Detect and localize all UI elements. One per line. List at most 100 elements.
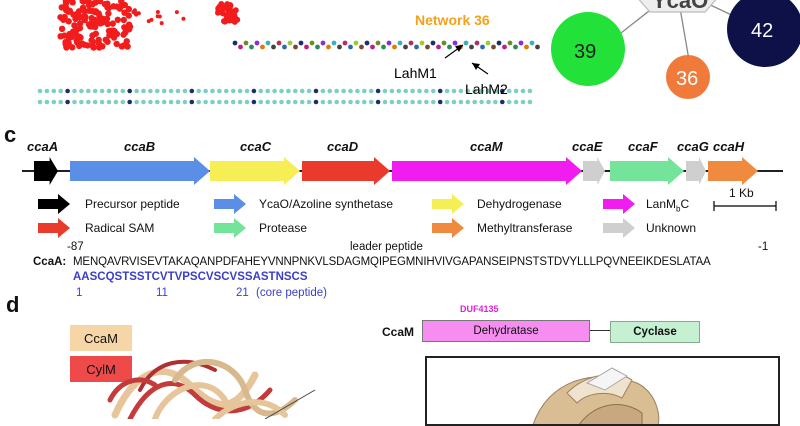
node-36	[666, 55, 710, 99]
network-node	[265, 40, 271, 46]
gene-name-ccaF: ccaF	[628, 139, 658, 154]
singleton-node	[465, 88, 471, 94]
singleton-node	[148, 99, 153, 105]
ccam-structure-legend: CcaM	[70, 325, 132, 351]
singleton-node	[230, 88, 236, 94]
network-36-node-row	[232, 40, 540, 50]
singleton-node	[189, 88, 195, 94]
gene-name-ccaE: ccaE	[572, 139, 603, 154]
singleton-node	[348, 88, 353, 94]
scale-bar	[713, 201, 777, 211]
singleton-node	[375, 88, 381, 94]
singleton-node	[458, 88, 464, 94]
red-network-node	[228, 13, 235, 20]
red-network-node	[104, 20, 111, 28]
node-36-label: 36	[676, 68, 698, 90]
singleton-node	[293, 99, 298, 105]
network-node	[392, 44, 397, 50]
network-node	[513, 44, 518, 50]
singleton-node	[424, 88, 429, 94]
singleton-node	[389, 88, 395, 94]
sequence-name: CcaA:	[33, 256, 67, 268]
red-network-node	[159, 21, 164, 26]
singleton-node	[244, 88, 250, 94]
red-network-node	[132, 8, 137, 13]
red-network-node	[232, 7, 239, 14]
network-node	[502, 44, 507, 50]
singleton-node	[444, 88, 450, 94]
singleton-node	[196, 99, 201, 105]
singleton-node	[355, 99, 360, 105]
singleton-node	[51, 99, 57, 105]
red-network-node	[120, 42, 128, 49]
singleton-node	[127, 88, 132, 94]
singleton-node	[155, 88, 160, 94]
node-39	[551, 12, 625, 86]
singleton-node	[175, 99, 181, 105]
lahm1-label: LahM1	[394, 65, 437, 81]
singleton-node	[196, 88, 201, 94]
singleton-node	[148, 88, 153, 94]
red-network-node	[65, 18, 72, 25]
singleton-node-row	[37, 88, 533, 105]
singleton-node	[299, 88, 305, 94]
singleton-node	[472, 88, 478, 94]
red-network-node	[71, 22, 78, 29]
network-node	[249, 44, 254, 50]
red-network-node	[181, 16, 186, 21]
cyclase-domain: Cyclase	[610, 321, 700, 343]
network-node	[337, 44, 342, 50]
singleton-node	[58, 88, 63, 94]
network-node	[518, 40, 524, 46]
gene-name-ccaC: ccaC	[240, 139, 272, 154]
network-node	[430, 40, 436, 46]
red-network-node	[121, 9, 128, 16]
panel-c-letter: c	[4, 122, 17, 147]
network-node	[491, 44, 496, 50]
singleton-node	[486, 88, 491, 94]
singleton-node	[306, 88, 312, 94]
red-network-node	[92, 30, 100, 37]
singleton-node	[203, 88, 208, 94]
singleton-node	[182, 88, 188, 94]
network-node	[485, 40, 491, 46]
legend-swatch-arrow	[603, 194, 635, 214]
singleton-node	[513, 88, 519, 94]
singleton-node	[527, 99, 533, 105]
network-node	[414, 44, 419, 50]
singleton-node	[141, 99, 146, 105]
red-network-node	[84, 42, 91, 49]
singleton-node	[58, 99, 63, 105]
singleton-node	[92, 88, 98, 94]
singleton-node	[368, 88, 374, 94]
singleton-node	[113, 88, 119, 94]
zoom-inset-structure	[532, 367, 660, 424]
core-peptide-note: (core peptide)	[256, 287, 327, 299]
singleton-node	[486, 99, 491, 105]
singleton-node	[161, 88, 167, 94]
network-node	[436, 44, 441, 50]
singleton-node	[320, 99, 326, 105]
legend-swatch-arrow	[603, 218, 635, 238]
red-network-node	[89, 23, 97, 30]
zoom-inset-box	[425, 356, 780, 426]
singleton-node	[79, 99, 84, 105]
singleton-node	[334, 88, 340, 94]
singleton-node	[65, 88, 70, 94]
network-node	[408, 40, 414, 46]
cylm-structure-legend: CylM	[70, 356, 132, 382]
singleton-node	[293, 88, 298, 94]
singleton-node	[65, 99, 70, 105]
network-node	[353, 40, 359, 46]
network-node	[326, 44, 331, 50]
singleton-node	[410, 88, 415, 94]
singleton-node	[396, 99, 402, 105]
singleton-node	[272, 88, 277, 94]
red-network-node	[174, 10, 179, 15]
network-node	[232, 40, 238, 46]
singleton-node	[313, 99, 319, 105]
singleton-node	[362, 99, 367, 105]
red-network-node	[65, 39, 72, 47]
network-node	[425, 44, 430, 50]
network-node	[370, 44, 375, 50]
